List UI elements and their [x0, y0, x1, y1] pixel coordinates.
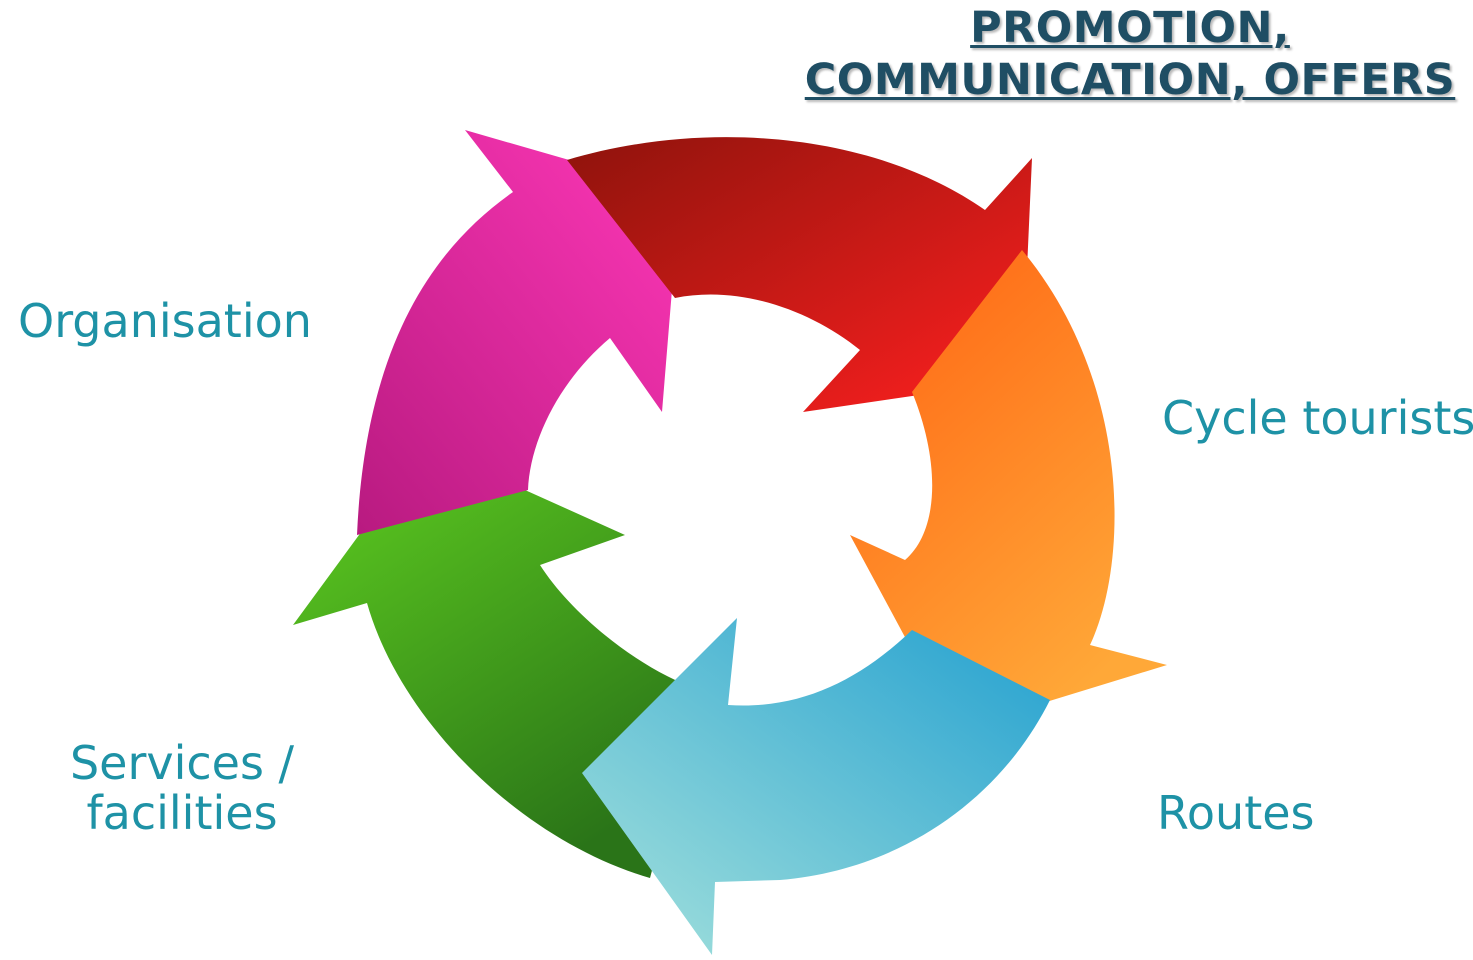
label-services-line-2: facilities	[86, 786, 278, 840]
label-routes: Routes	[1157, 786, 1315, 840]
diagram-title: PROMOTION, COMMUNICATION, OFFERS	[800, 2, 1460, 106]
arrow-magenta	[357, 130, 680, 535]
title-line-1: PROMOTION,	[970, 3, 1290, 53]
label-cycle-tourists: Cycle tourists	[1162, 391, 1473, 445]
arrow-orange	[850, 250, 1167, 730]
arrow-blue	[582, 618, 1050, 955]
title-line-2: COMMUNICATION, OFFERS	[804, 55, 1456, 105]
label-organisation: Organisation	[18, 294, 312, 348]
label-services-line-1: Services /	[69, 736, 295, 790]
arrow-red	[567, 137, 1032, 412]
label-services-facilities: Services / facilities	[40, 738, 324, 838]
